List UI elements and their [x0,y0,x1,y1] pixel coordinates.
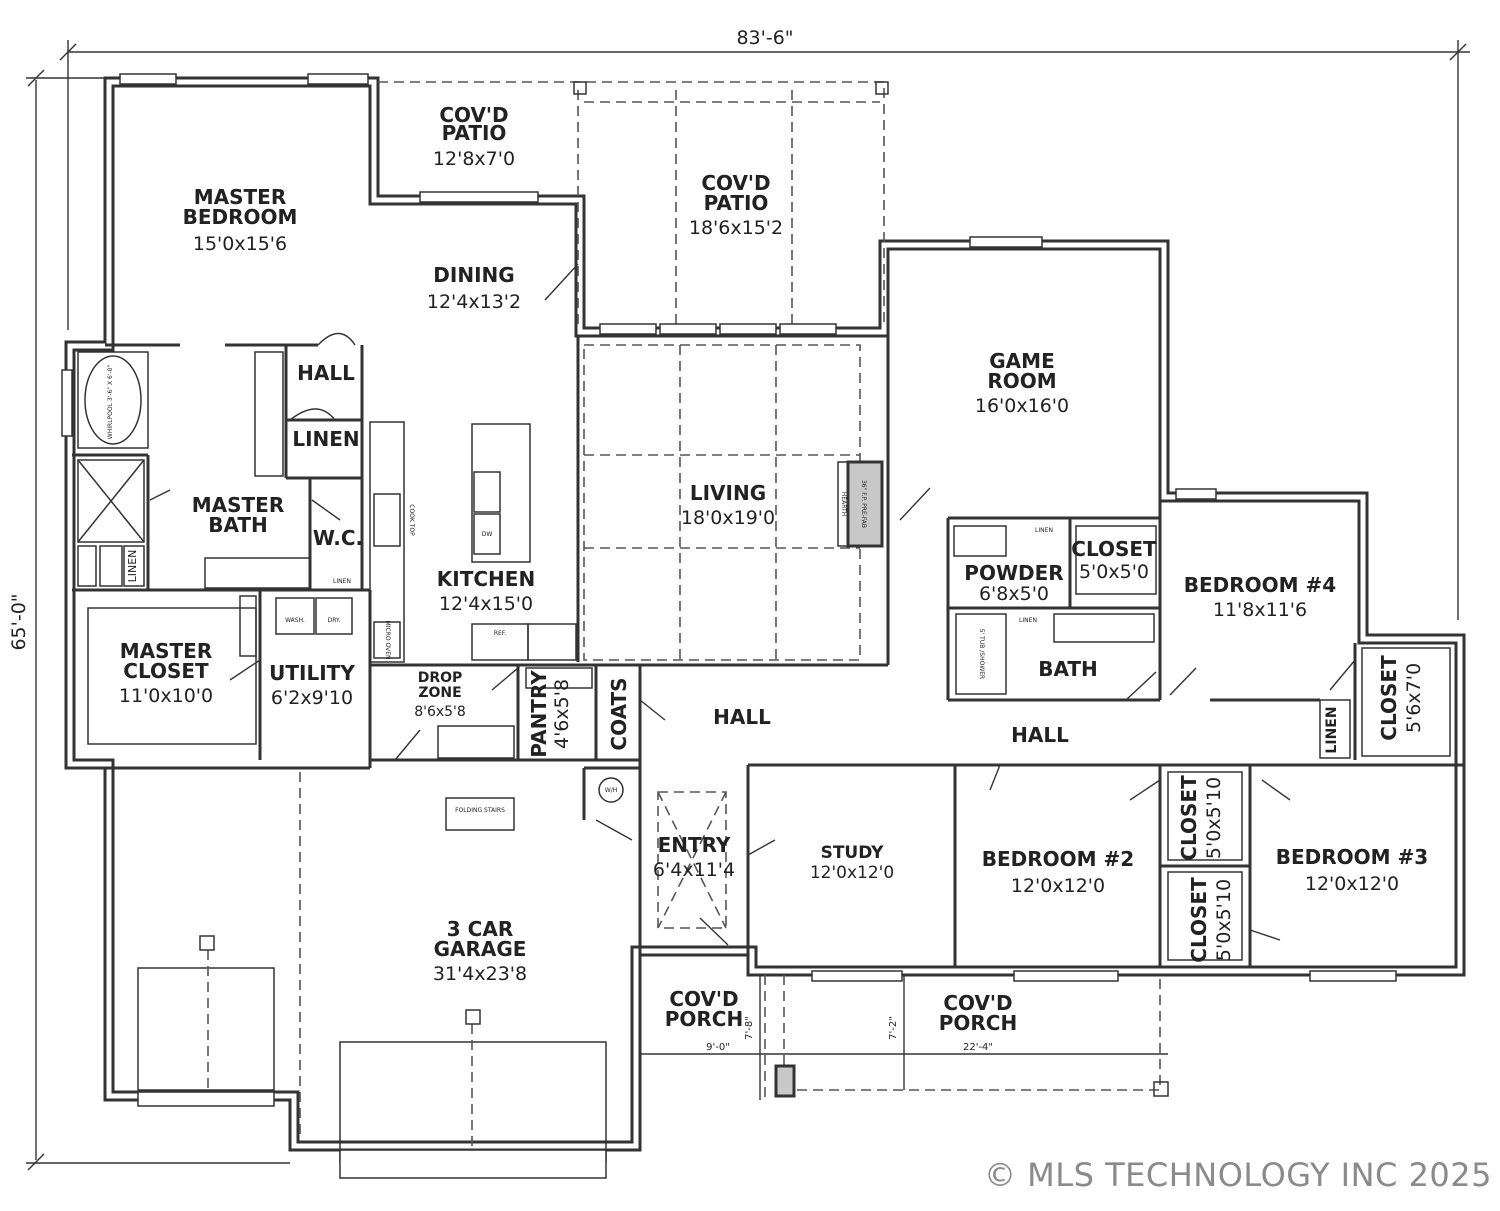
utility-size: 6'2x9'10 [271,687,353,709]
powder-closet-name: CLOSET [1071,537,1157,561]
porch-b-name-1: COV'D [943,991,1012,1015]
master-bedroom-name-2: BEDROOM [183,205,298,229]
overall-depth-label: 65'-0" [8,593,30,650]
porch-a-name-2: PORCH [665,1007,743,1031]
patio-large-name-2: PATIO [704,191,769,215]
patio-small-size: 12'8x7'0 [433,148,515,170]
living-size: 18'0x19'0 [681,507,775,529]
interior-walls [72,336,1464,1179]
hearth-label: HEARTH [840,492,847,516]
bed2-closet-name: CLOSET [1177,775,1201,861]
overall-width-label: 83'-6" [736,27,793,49]
porch-a-depth: 7'-8" [744,1016,755,1040]
master-closet-size: 11'0x10'0 [119,685,213,707]
micro-oven-label: MICRO OVEN [384,621,391,660]
patio-small-name-2: PATIO [442,121,507,145]
patios [378,81,889,328]
wc-name: W.C. [313,526,363,550]
cooktop-label: COOK TOP [408,504,415,536]
pantry-name: PANTRY [527,670,551,758]
garage-name-2: GARAGE [434,937,527,961]
kitchen-name: KITCHEN [437,567,535,591]
porch-b-width: 22'-4" [963,1042,993,1053]
master-bath-name-1: MASTER [192,493,285,517]
entry-name: ENTRY [658,833,731,857]
water-heater-label: W/H [605,787,617,794]
fixture-labels: FOLDING STAIRS REF. WASH. DRY. W/H WHIRL… [107,365,1053,814]
bed4-closet-name: CLOSET [1377,655,1401,741]
dryer-label: DRY. [328,617,341,624]
porch-a-width: 9'-0" [706,1042,730,1053]
bedroom2-name: BEDROOM #2 [982,847,1134,871]
garage-size: 31'4x23'8 [433,963,527,985]
washer-label: WASH. [285,617,305,624]
bed2-closet-size: 5'0x5'10 [1203,777,1225,859]
bath-name: BATH [1038,657,1098,681]
bed3-closet-name: CLOSET [1187,877,1211,963]
study-name: STUDY [821,843,885,863]
bath-linen-tag: LINEN [1019,617,1037,624]
folding-stairs-label: FOLDING STAIRS [455,807,505,814]
dishwasher-label: DW [482,531,493,538]
living-name: LIVING [690,481,766,505]
game-room-name-2: ROOM [987,369,1056,393]
fireplace-label: 36" F.P. PRE-FAB [860,480,867,528]
doors [149,263,1356,946]
hall-linen-name: LINEN [1324,706,1340,753]
ref-label: REF. [494,630,506,637]
master-bath-name-2: BATH [208,513,268,537]
master-closet-name-1: MASTER [120,639,213,663]
patio-large-name-1: COV'D [701,171,770,195]
patio-large-size: 18'6x15'2 [689,217,783,239]
bed3-closet-size: 5'0x5'10 [1213,879,1235,961]
bedroom4-size: 11'8x11'6 [1213,599,1307,621]
room-labels: COV'D PATIO 12'8x7'0 COV'D PATIO 18'6x15… [119,103,1428,1035]
master-bedroom-name-1: MASTER [194,185,287,209]
pantry-size: 4'6x5'8 [551,679,573,749]
water-heater-icon [598,777,624,803]
porch-b-name-2: PORCH [939,1011,1017,1035]
overall-dimensions: 83'-6" 65'-0" [8,27,1470,1171]
bedroom4-name: BEDROOM #4 [1184,573,1336,597]
right-hall-name: HALL [1011,723,1069,747]
tub-shower-label: 5' TUB /SHOWER [978,629,985,679]
coats-name: COATS [607,677,631,750]
bath-linen-name: LINEN [126,550,139,583]
wc-linen-tag: LINEN [333,578,351,585]
center-hall-name: HALL [713,705,771,729]
master-hall-name: HALL [297,361,355,385]
patio-small-name-1: COV'D [439,103,508,127]
porch-dimensions: 9'-0" 7'-8" 22'-4" 7'-2" [640,975,1168,1100]
powder-name: POWDER [964,561,1063,585]
kitchen-size: 12'4x15'0 [439,593,533,615]
study-size: 12'0x12'0 [810,863,894,883]
powder-linen-tag: LINEN [1035,527,1053,534]
porch-a-name-1: COV'D [669,987,738,1011]
drop-zone-size: 8'6x5'8 [414,704,466,720]
porch-b-depth: 7'-2" [888,1016,899,1040]
garage-name-1: 3 CAR [447,917,513,941]
game-room-size: 16'0x16'0 [975,395,1069,417]
bedroom2-size: 12'0x12'0 [1011,875,1105,897]
bed4-closet-size: 5'6x7'0 [1403,663,1425,733]
bedroom3-name: BEDROOM #3 [1276,845,1428,869]
dining-name: DINING [433,263,514,287]
master-closet-name-2: CLOSET [123,659,209,683]
whirlpool-label: WHIRLPOOL 3'-6" X 6'-0" [107,365,114,440]
game-room-name-1: GAME [989,349,1054,373]
drop-zone-name-2: ZONE [418,685,461,701]
master-bedroom-size: 15'0x15'6 [193,233,287,255]
master-linen-name: LINEN [292,427,359,451]
bedroom3-size: 12'0x12'0 [1305,873,1399,895]
windows [61,73,1397,982]
powder-size: 6'8x5'0 [979,583,1049,605]
entry-size: 6'4x11'4 [653,859,735,881]
drop-zone-name-1: DROP [418,670,463,686]
copyright-watermark: © MLS TECHNOLOGY INC 2025 [983,1156,1492,1194]
powder-closet-size: 5'0x5'0 [1079,561,1149,583]
utility-name: UTILITY [269,661,355,685]
dining-size: 12'4x13'2 [427,291,521,313]
